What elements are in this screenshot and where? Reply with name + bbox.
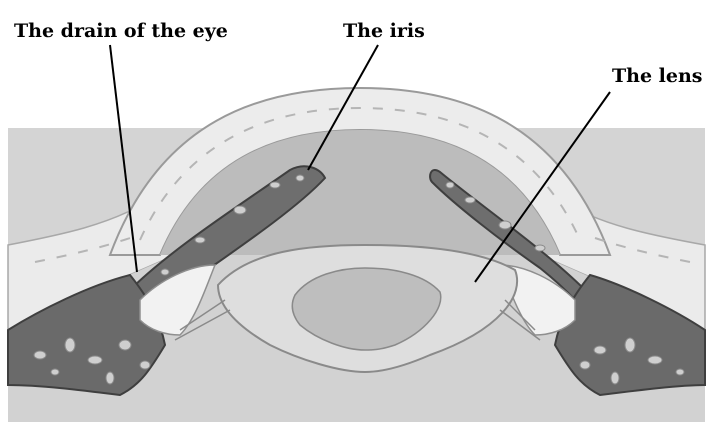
label-lens: The lens — [612, 65, 702, 87]
label-iris: The iris — [343, 20, 425, 42]
label-drain: The drain of the eye — [14, 20, 228, 42]
